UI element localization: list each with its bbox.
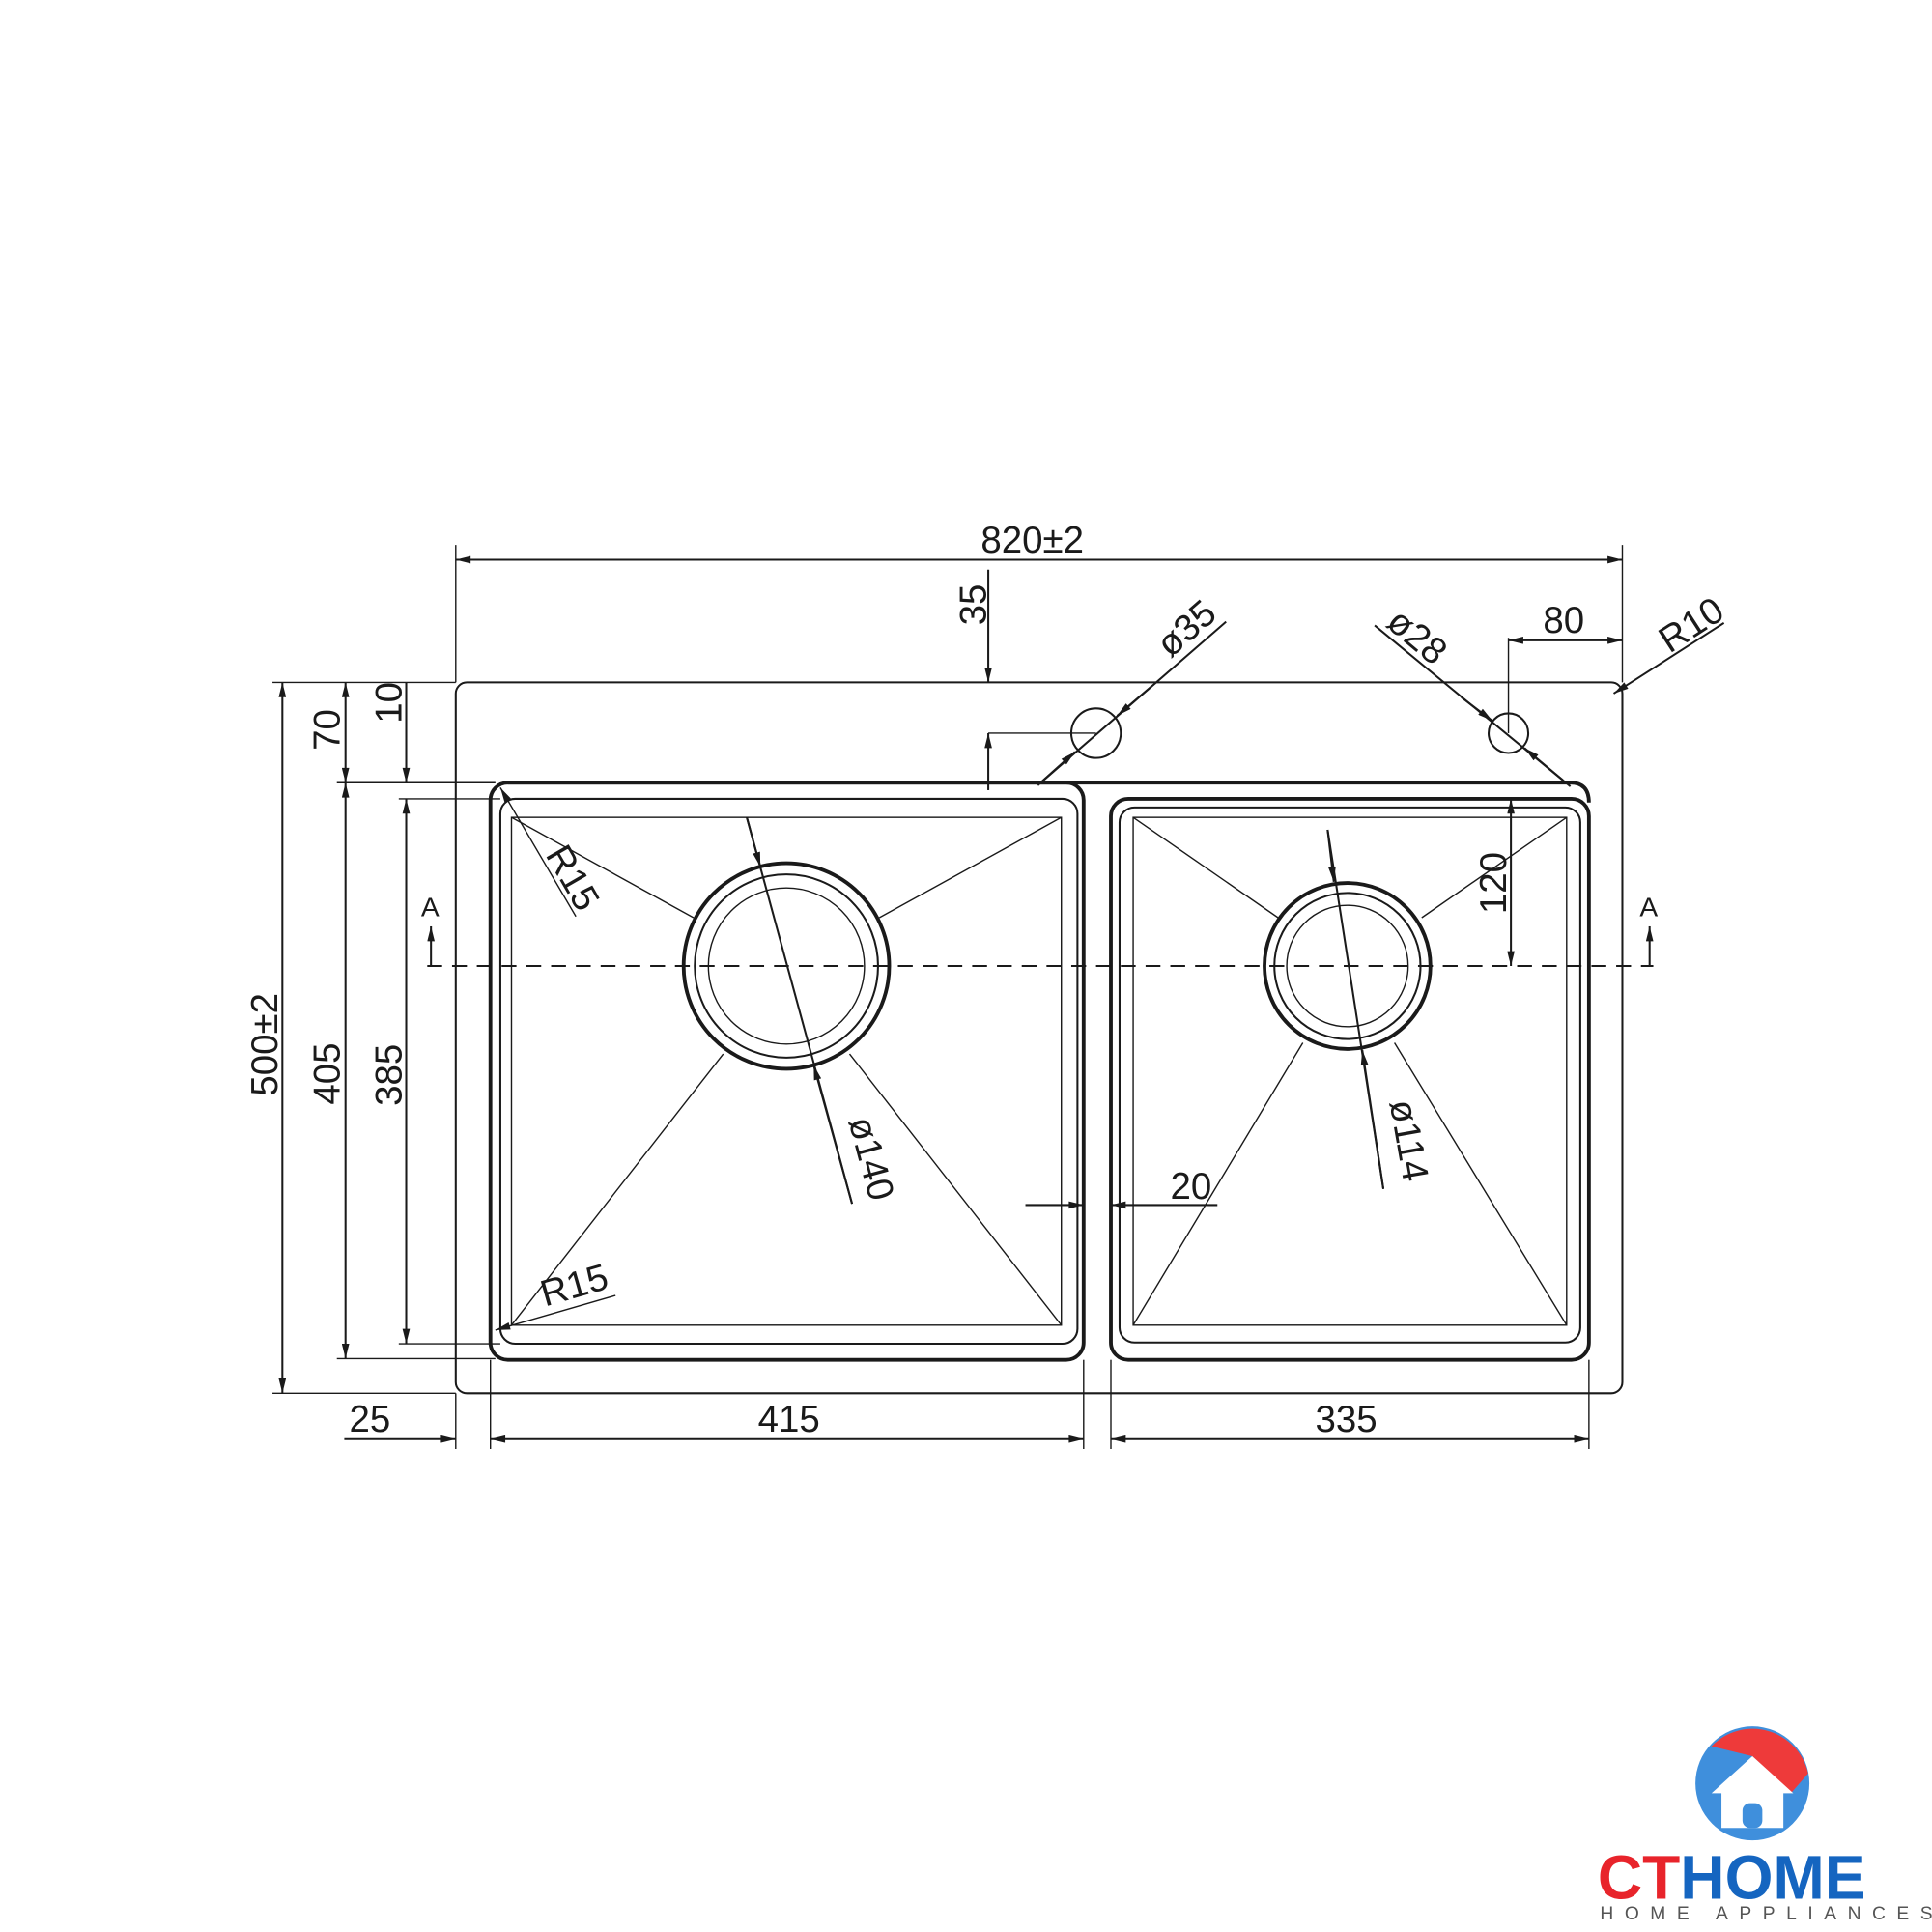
dim-bowl-radius-top: R15: [537, 838, 608, 919]
section-mark-right: A: [1639, 892, 1658, 923]
dim-bowl-offset-top: 70: [306, 709, 348, 751]
dim-bowl-inner-depth: 385: [368, 1044, 410, 1106]
dim-tap-hole-2: ø28: [1379, 600, 1455, 673]
dim-tap-offset-right: 80: [1543, 600, 1584, 641]
dim-tap-offset-top: 35: [953, 584, 995, 626]
dim-tap-hole-1: ø35: [1149, 592, 1224, 666]
left-bowl: [488, 781, 1591, 1362]
logo-house-icon: [1711, 1755, 1794, 1829]
dim-flange-top: 10: [368, 682, 410, 724]
logo-brand-home: HOME: [1680, 1842, 1865, 1912]
section-mark-left: A: [421, 892, 440, 923]
dim-bowl-1-width: 415: [758, 1399, 820, 1440]
dim-bowl-radius-bottom: R15: [536, 1256, 613, 1315]
logo-brand-ct: CT: [1598, 1842, 1680, 1912]
dim-drain-2-offset: 120: [1473, 852, 1515, 914]
svg-text:CTHOME: CTHOME: [1598, 1842, 1866, 1912]
dim-corner-radius: R10: [1652, 589, 1732, 661]
dim-overall-width: 820±2: [980, 520, 1084, 561]
dim-bowl-2-width: 335: [1316, 1399, 1378, 1440]
dim-overall-depth: 500±2: [244, 993, 286, 1096]
right-bowl: [1109, 797, 1591, 1362]
logo-tagline: HOME APPLIANCES: [1600, 1904, 1932, 1924]
dim-left-margin: 25: [350, 1399, 391, 1440]
sink-outline: [454, 681, 1624, 1395]
dim-drain-2: ø114: [1381, 1096, 1436, 1184]
dim-bowl-outer-depth: 405: [306, 1042, 348, 1104]
cthome-logo: CTHOME HOME APPLIANCES: [1598, 1726, 1932, 1924]
dim-divider-width: 20: [1171, 1166, 1212, 1208]
